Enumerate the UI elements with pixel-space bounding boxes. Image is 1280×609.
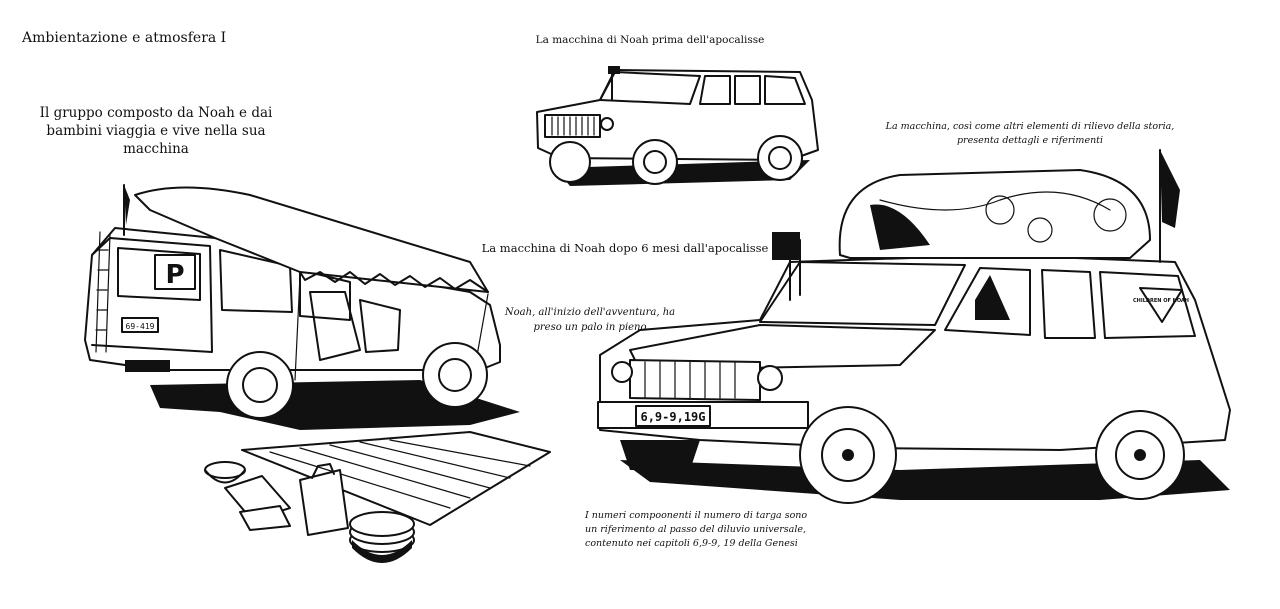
intro-caption: Il gruppo composto da Noah e dai bambini… <box>39 105 273 158</box>
after-apocalypse-caption: La macchina di Noah dopo 6 mesi dall'apo… <box>481 241 769 255</box>
children-of-noah-sticker: CHILDREN OF NOAH <box>1133 298 1189 304</box>
camp-car-plate: 69-419 <box>126 322 155 331</box>
details-note: La macchina, così come altri elementi di… <box>885 121 1175 146</box>
page-title: Ambientazione e atmosfera I <box>22 30 227 46</box>
parking-sign: P <box>165 260 184 290</box>
before-apocalypse-caption: La macchina di Noah prima dell'apocaliss… <box>535 34 765 46</box>
after-car-plate: 6,9-9,19G <box>640 410 705 424</box>
pole-note: Noah, all'inizio dell'avventura, ha pres… <box>504 307 676 333</box>
plate-note: I numeri compoonenti il numero di targa … <box>585 510 808 549</box>
